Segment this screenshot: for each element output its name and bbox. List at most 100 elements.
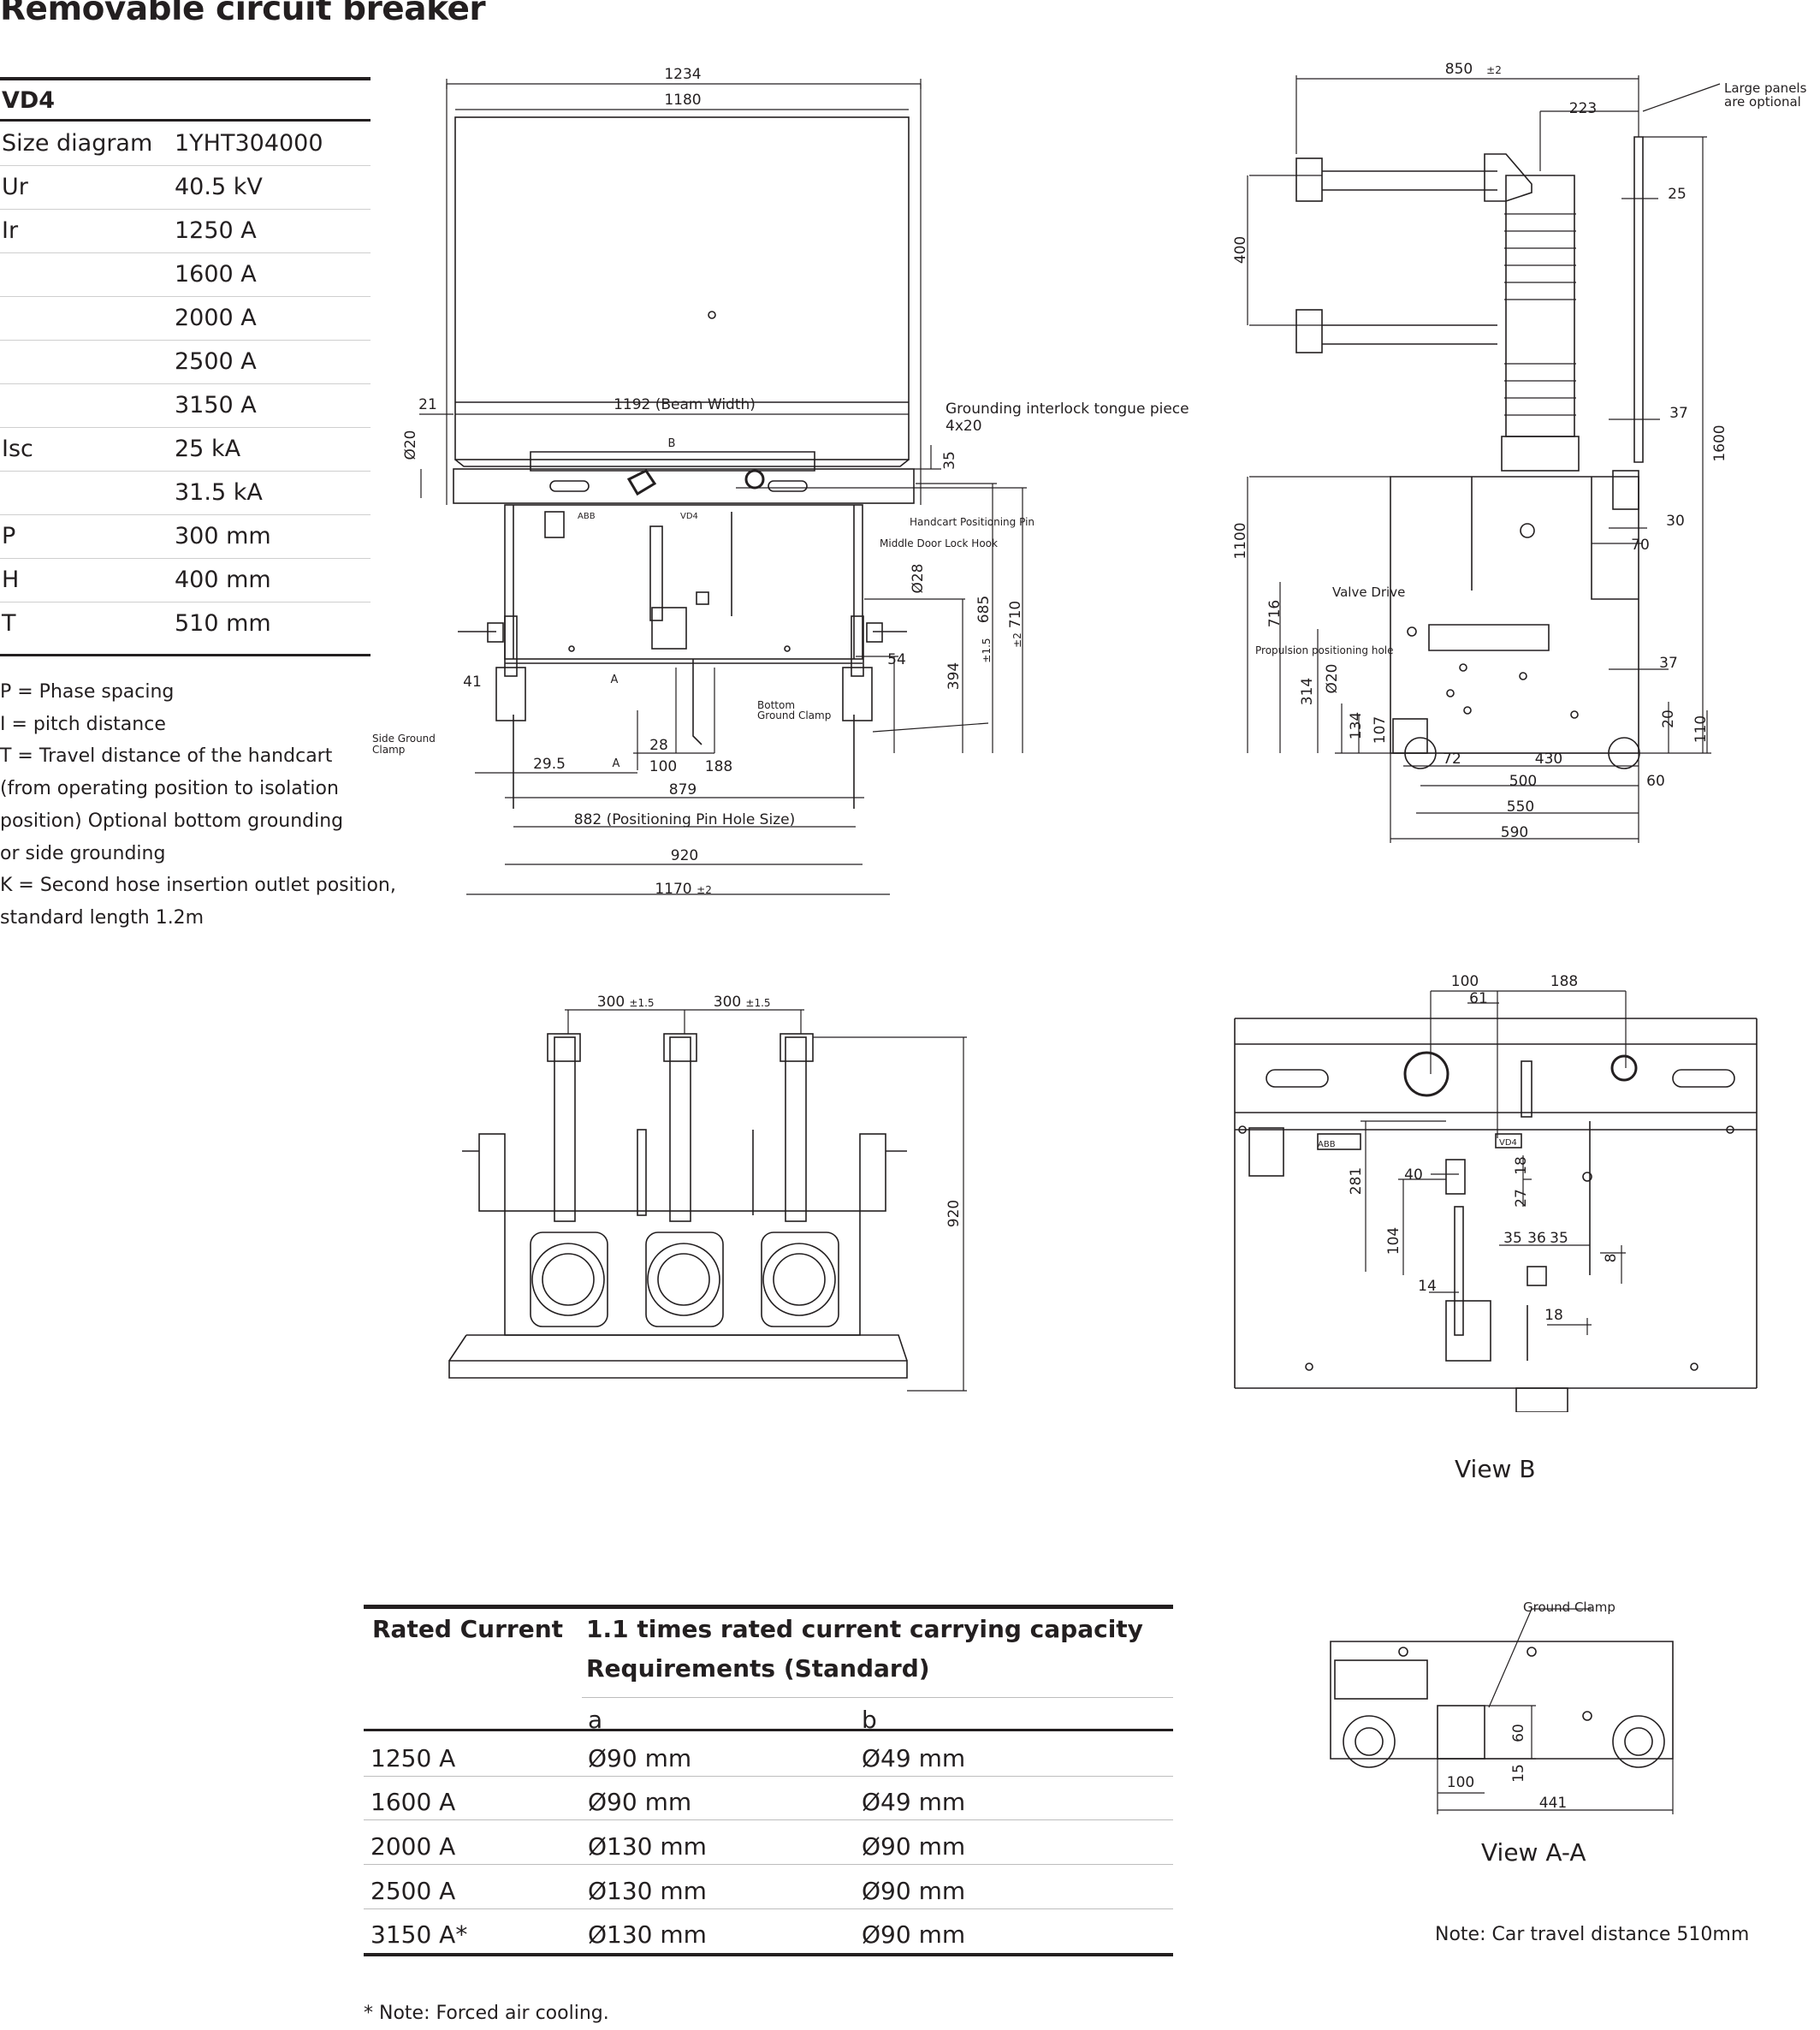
dim-1180: 1180 xyxy=(664,92,701,109)
dim-72: 72 xyxy=(1443,751,1461,768)
dim-107: 107 xyxy=(1372,716,1389,744)
tol-phase-1: ±1.5 xyxy=(629,997,654,1009)
legend-line: or side grounding xyxy=(0,842,166,864)
legend-line: I = pitch distance xyxy=(0,713,166,735)
dim-70: 70 xyxy=(1631,537,1650,554)
dim-394: 394 xyxy=(946,662,963,690)
dim-41: 41 xyxy=(463,674,482,691)
note-travel-distance: Note: Car travel distance 510mm xyxy=(1435,1924,1750,1945)
label-ground-clamp: Ground Clamp xyxy=(1523,1600,1615,1615)
label-handcart-pin: Handcart Positioning Pin xyxy=(910,516,1034,528)
spec-row: 2500 A xyxy=(0,340,371,384)
dim-b-18-top: 18 xyxy=(1513,1156,1530,1175)
dim-430: 430 xyxy=(1535,751,1562,768)
dim-920: 920 xyxy=(671,847,698,864)
dim-b-35-left: 35 xyxy=(1503,1230,1522,1247)
dim-314: 314 xyxy=(1299,678,1316,705)
dim-phase-spacing-2: 300 xyxy=(714,994,741,1011)
dim-b-35-right: 35 xyxy=(1550,1230,1568,1247)
label-vd4-view-b: VD4 xyxy=(1499,1138,1517,1148)
dim-1234: 1234 xyxy=(664,66,701,83)
table-cell-a: Ø130 mm xyxy=(588,1920,707,1949)
table-header-capacity: 1.1 times rated current carrying capacit… xyxy=(586,1615,1143,1643)
view-b-caption: View B xyxy=(1455,1455,1536,1483)
dim-phi20: Ø20 xyxy=(402,430,419,460)
legend-line: (from operating position to isolation xyxy=(0,778,339,800)
dim-phi20-side: Ø20 xyxy=(1324,663,1341,693)
page-title: Removable circuit breaker xyxy=(0,0,486,28)
legend-line: K = Second hose insertion outlet positio… xyxy=(0,875,396,897)
dim-29-5: 29.5 xyxy=(533,756,566,773)
table-cell-current: 3150 A* xyxy=(371,1920,468,1949)
view-aa-drawing: 60 15 100 441 Ground Clamp xyxy=(1330,1600,1674,1814)
table-cell-current: 2000 A xyxy=(371,1832,456,1861)
dim-590: 590 xyxy=(1501,824,1528,841)
spec-table-header: VD4 xyxy=(0,80,371,122)
dim-35: 35 xyxy=(941,451,958,470)
table-cell-b: Ø90 mm xyxy=(862,1832,966,1861)
dim-b-8: 8 xyxy=(1603,1254,1620,1263)
dim-1170: 1170 xyxy=(655,881,691,898)
label-a-bottom: A xyxy=(613,757,620,770)
label-large-panels: Large panels xyxy=(1724,80,1807,96)
table-cell-b: Ø90 mm xyxy=(862,1877,966,1905)
legend-line: P = Phase spacing xyxy=(0,681,175,703)
dim-21: 21 xyxy=(418,396,437,413)
dim-110: 110 xyxy=(1693,715,1710,743)
spec-row: 2000 A xyxy=(0,296,371,341)
tol-685: ±1.5 xyxy=(981,638,993,662)
dim-b-104: 104 xyxy=(1385,1227,1402,1255)
legend-line: position) Optional bottom grounding xyxy=(0,810,344,832)
dim-phase-spacing-1: 300 xyxy=(597,994,625,1011)
legend-line: T = Travel distance of the handcart xyxy=(0,745,333,768)
table-cell-a: Ø90 mm xyxy=(588,1744,692,1772)
label-interlock: Grounding interlock tongue piece xyxy=(946,401,1189,418)
tol-1170: ±2 xyxy=(697,884,712,896)
dim-phi28: Ø28 xyxy=(910,563,927,593)
table-cell-b: Ø49 mm xyxy=(862,1744,966,1772)
dim-b-27: 27 xyxy=(1513,1189,1530,1208)
spec-row: 1600 A xyxy=(0,252,371,297)
dim-710: 710 xyxy=(1007,601,1024,628)
rear-view-drawing: 300 ±1.5 300 ±1.5 920 xyxy=(448,994,967,1392)
dim-188: 188 xyxy=(705,758,732,775)
label-large-panels-2: are optional xyxy=(1724,94,1801,110)
label-propulsion-hole: Propulsion positioning hole xyxy=(1255,644,1394,656)
dim-b-188: 188 xyxy=(1550,973,1578,990)
dim-30: 30 xyxy=(1666,513,1685,530)
dim-25: 25 xyxy=(1668,186,1687,203)
dim-100: 100 xyxy=(649,758,677,775)
table-cell-b: Ø49 mm xyxy=(862,1788,966,1816)
table-cell-current: 2500 A xyxy=(371,1877,456,1905)
label-valve-drive: Valve Drive xyxy=(1332,585,1405,600)
dim-716: 716 xyxy=(1266,600,1283,627)
tol-850: ±2 xyxy=(1486,64,1502,76)
table-cell-b: Ø90 mm xyxy=(862,1920,966,1949)
dim-b-100: 100 xyxy=(1451,973,1479,990)
label-side-clamp-2: Clamp xyxy=(372,744,405,756)
dim-beam-width: 1192 (Beam Width) xyxy=(614,396,756,413)
dim-879: 879 xyxy=(669,781,697,798)
dim-134: 134 xyxy=(1348,712,1365,739)
dim-1100: 1100 xyxy=(1232,522,1249,559)
label-a-top: A xyxy=(611,674,619,686)
table-cell-current: 1600 A xyxy=(371,1788,456,1816)
view-b-drawing: 100 188 61 40 18 281 27 104 35 36 35 8 1… xyxy=(1234,973,1758,1412)
dim-20: 20 xyxy=(1660,709,1677,728)
label-side-clamp: Side Ground xyxy=(372,733,436,745)
dim-28: 28 xyxy=(649,737,668,754)
dim-54: 54 xyxy=(887,651,906,668)
dim-882: 882 (Positioning Pin Hole Size) xyxy=(574,811,795,828)
dim-b-36: 36 xyxy=(1527,1230,1546,1247)
dim-aa-60: 60 xyxy=(1510,1724,1527,1742)
table-header-rated-current: Rated Current xyxy=(372,1615,564,1643)
dim-aa-100: 100 xyxy=(1447,1774,1474,1791)
label-bottom-clamp-2: Ground Clamp xyxy=(757,709,831,721)
dim-b-281: 281 xyxy=(1348,1167,1365,1195)
spec-row: 3150 A xyxy=(0,383,371,428)
